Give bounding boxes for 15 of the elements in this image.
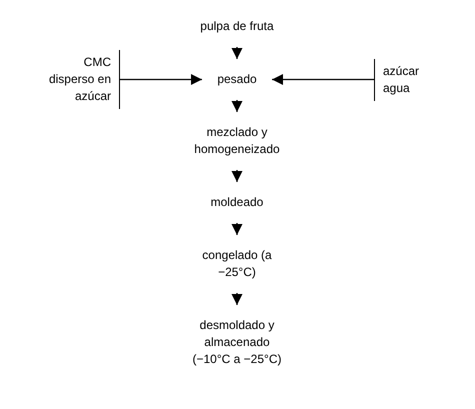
arrow <box>120 74 202 85</box>
flow-arrow <box>232 47 242 59</box>
process-step-label: desmoldado y almacenado (−10°C a −25°C) <box>187 305 287 380</box>
ingredient-label: CMC disperso en azúcar <box>46 50 120 109</box>
flow-arrow <box>232 223 242 235</box>
process-step-label: congelado (a −25°C) <box>202 235 272 293</box>
flow-arrow <box>232 170 242 182</box>
flow-arrow <box>232 293 242 305</box>
process-step-label: pulpa de fruta <box>187 6 287 47</box>
flow-arrow <box>232 100 242 112</box>
process-step-label: pesado <box>202 59 272 100</box>
arrow <box>272 74 374 85</box>
process-step-label: mezclado y homogeneizado <box>182 112 292 170</box>
process-step-label: moldeado <box>192 182 282 223</box>
ingredient-label: azúcar agua <box>374 59 434 101</box>
